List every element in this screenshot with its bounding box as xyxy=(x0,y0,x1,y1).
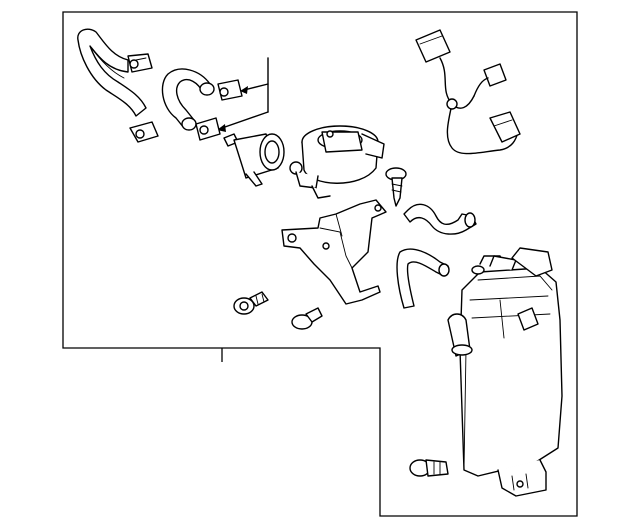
mounting-bolt xyxy=(409,459,449,477)
u-bend-hose xyxy=(161,68,215,131)
flange-bolt xyxy=(233,291,269,315)
diagram-frame xyxy=(62,11,578,517)
short-hose xyxy=(396,248,450,309)
vacuum-pump-module xyxy=(289,125,385,199)
mounting-bracket xyxy=(281,199,387,305)
hose-clamp xyxy=(217,79,243,101)
wiring-harness xyxy=(415,29,521,155)
purge-valve xyxy=(223,133,285,187)
push-pin-clip xyxy=(291,307,323,330)
hose-clamp xyxy=(129,121,159,143)
tapping-screw xyxy=(385,167,407,207)
vapor-line xyxy=(403,203,477,235)
charcoal-canister xyxy=(447,247,563,497)
hose-clamp xyxy=(127,53,153,73)
hose-clamp xyxy=(195,117,221,141)
upper-breather-hose xyxy=(77,28,147,117)
callout-leader xyxy=(217,57,269,132)
